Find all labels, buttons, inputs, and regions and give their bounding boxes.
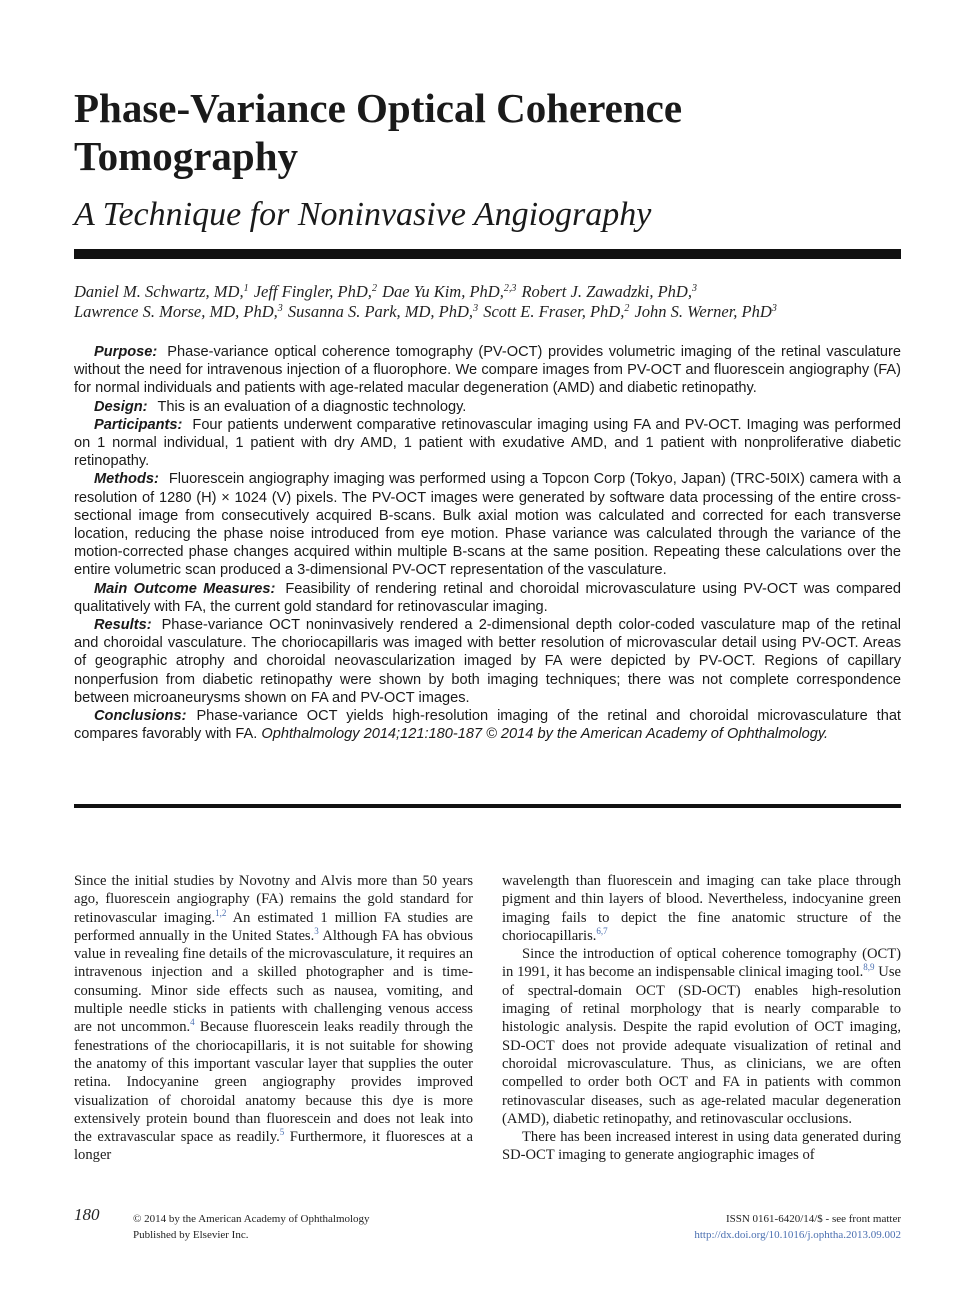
abstract-design: Design: This is an evaluation of a diagno… (74, 398, 901, 416)
body-text-run: There has been increased interest in usi… (502, 1129, 901, 1164)
reference-citation[interactable]: 3 (314, 925, 319, 936)
abstract-outcome-measures: Main Outcome Measures:Feasibility of ren… (74, 580, 901, 616)
body-paragraph: Since the initial studies by Novotny and… (74, 872, 473, 1165)
abstract-participants: Participants:Four patients underwent com… (74, 416, 901, 471)
body-paragraph: Since the introduction of optical cohere… (502, 945, 901, 1128)
abstract-results: Results:Phase-variance OCT noninvasively… (74, 616, 901, 707)
abstract-label: Conclusions: (94, 708, 187, 725)
article-title: Phase-Variance Optical Coherence Tomogra… (74, 85, 683, 179)
doi-link[interactable]: http://dx.doi.org/10.1016/j.ophtha.2013.… (694, 1229, 901, 1241)
footer-copyright: © 2014 by the American Academy of Ophtha… (133, 1211, 370, 1243)
abstract: Purpose:Phase-variance optical coherence… (74, 343, 901, 743)
abstract-text: Phase-variance OCT noninvasively rendere… (74, 617, 901, 706)
author-name: Scott E. Fraser, PhD, (483, 302, 625, 321)
author-affiliation: 3 (473, 303, 479, 314)
reference-citation[interactable]: 6,7 (596, 925, 608, 936)
abstract-text: This is an evaluation of a diagnostic te… (157, 398, 467, 415)
abstract-conclusions: Conclusions:Phase-variance OCT yields hi… (74, 707, 901, 743)
body-text-run: Since the introduction of optical cohere… (502, 946, 901, 981)
article-subtitle: A Technique for Noninvasive Angiography (74, 196, 652, 233)
abstract-methods: Methods:Fluorescein angiography imaging … (74, 470, 901, 579)
author-affiliation: 3 (771, 303, 777, 314)
body-column-right: wavelength than fluorescein and imaging … (502, 872, 901, 1165)
body-text-run: Since the initial studies by Novotny and… (74, 873, 473, 926)
body-text-run: Although FA has obvious value in reveali… (74, 927, 473, 1036)
body-paragraph: wavelength than fluorescein and imaging … (502, 872, 901, 945)
author-affiliation: 2 (371, 283, 377, 294)
title-rule (74, 249, 901, 259)
author-name: Susanna S. Park, MD, PhD, (287, 302, 474, 321)
body-text-run: Furthermore, it fluoresces at a longer (74, 1129, 473, 1164)
author-affiliation: 1 (243, 283, 249, 294)
author-name: John S. Werner, PhD (634, 302, 772, 321)
body-text-run: Because fluorescein leaks readily throug… (74, 1019, 474, 1146)
body-text-run: wavelength than fluorescein and imaging … (502, 873, 901, 944)
reference-citation[interactable]: 5 (279, 1127, 285, 1138)
publisher-line: Published by Elsevier Inc. (133, 1229, 249, 1241)
abstract-text: Phase-variance OCT yields high-resolutio… (74, 708, 901, 743)
abstract-rule (74, 804, 901, 808)
abstract-text: Feasibility of rendering retinal and cho… (74, 580, 901, 615)
author-affiliation: 3 (691, 283, 697, 294)
journal-citation: Ophthalmology 2014;121:180-187 © 2014 by… (261, 726, 829, 743)
abstract-label: Methods: (94, 471, 159, 488)
body-text-run: Use of spectral-domain OCT (SD-OCT) enab… (502, 964, 901, 1127)
reference-citation[interactable]: 8,9 (863, 962, 875, 973)
abstract-label: Participants: (94, 416, 183, 433)
author-name: Dae Yu Kim, PhD, (382, 282, 504, 301)
body-text-run: An estimated 1 million FA studies are pe… (74, 909, 473, 944)
reference-citation[interactable]: 4 (190, 1017, 195, 1028)
page-number: 180 (74, 1205, 100, 1224)
abstract-text: Four patients underwent comparative reti… (74, 416, 901, 470)
author-name: Jeff Fingler, PhD, (253, 282, 372, 301)
body-paragraph: There has been increased interest in usi… (502, 1128, 901, 1165)
abstract-label: Purpose: (94, 344, 158, 360)
abstract-label: Results: (94, 617, 152, 634)
author-name: Daniel M. Schwartz, MD, (74, 282, 244, 301)
author-list: Daniel M. Schwartz, MD,1 Jeff Fingler, P… (74, 282, 904, 322)
reference-citation[interactable]: 1,2 (215, 907, 227, 918)
abstract-label: Main Outcome Measures: (94, 580, 276, 597)
footer-identifiers: ISSN 0161-6420/14/$ - see front matter h… (694, 1211, 901, 1243)
author-affiliation: 2,3 (503, 283, 517, 294)
abstract-text: Fluorescein angiography imaging was perf… (74, 471, 901, 579)
author-affiliation: 2 (624, 303, 630, 314)
issn-line: ISSN 0161-6420/14/$ - see front matter (725, 1213, 901, 1225)
abstract-purpose: Purpose:Phase-variance optical coherence… (74, 343, 901, 398)
abstract-label: Design: (94, 398, 148, 415)
author-affiliation: 3 (277, 303, 283, 314)
author-name: Robert J. Zawadzki, PhD, (521, 282, 692, 301)
copyright-line: © 2014 by the American Academy of Ophtha… (133, 1213, 370, 1225)
author-name: Lawrence S. Morse, MD, PhD, (74, 302, 278, 321)
body-column-left: Since the initial studies by Novotny and… (74, 872, 473, 1165)
abstract-text: Phase-variance optical coherence tomogra… (74, 344, 901, 397)
